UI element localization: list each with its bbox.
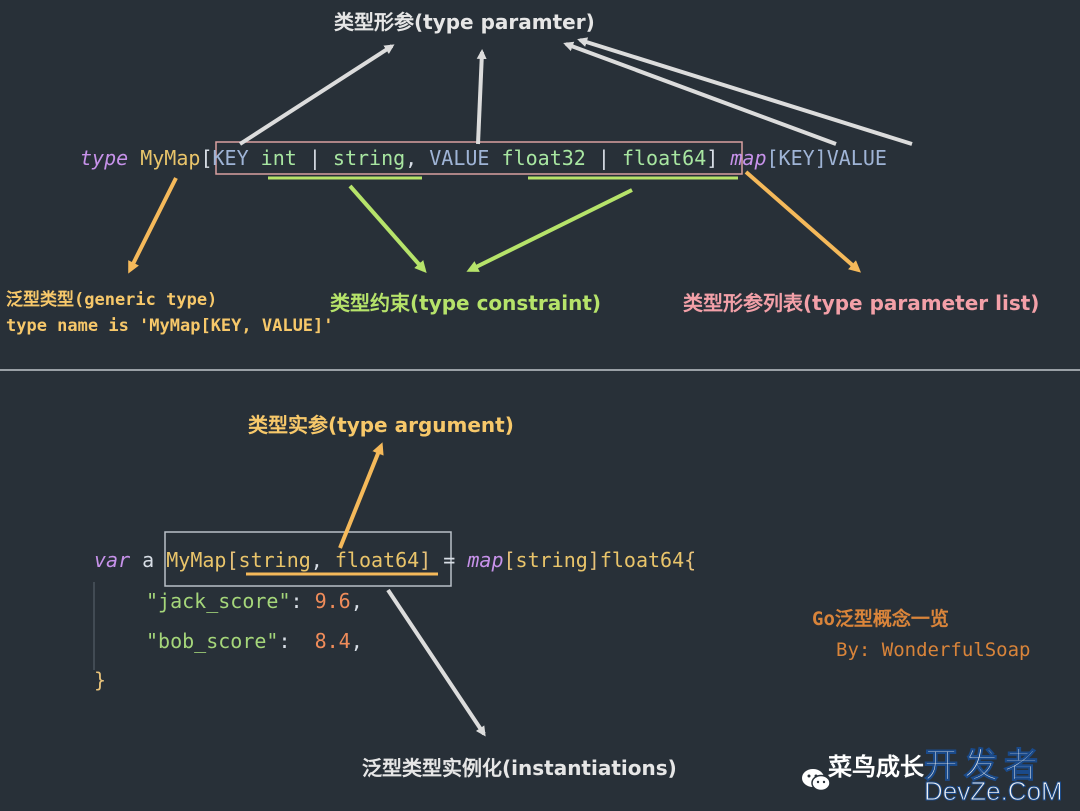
bracket-close: ] <box>706 146 719 170</box>
generic-type-sub: type name is 'MyMap[KEY, VALUE]' <box>6 316 334 336</box>
map-value-type: float64 <box>599 548 685 572</box>
equals: = <box>443 548 456 572</box>
brace-close-char: } <box>94 668 107 692</box>
constraint-int: int <box>260 146 297 170</box>
map-bracket-close: ] <box>587 548 600 572</box>
arrow-constraint-2 <box>466 188 633 272</box>
arrow-key-to-type-param <box>238 44 395 146</box>
param-key: KEY <box>212 146 249 170</box>
arrow-map-key-to-type-param <box>563 41 837 146</box>
arrow-type-argument <box>338 442 384 549</box>
arrow-instantiation <box>386 588 486 737</box>
comma: , <box>350 629 363 653</box>
keyword-map: map <box>730 146 767 170</box>
map-key-jack: "jack_score" <box>146 589 291 613</box>
brace-close: } <box>94 668 106 692</box>
pipe: | <box>597 146 610 170</box>
bracket-close: ] <box>419 548 432 572</box>
map-key-bob: "bob_score" <box>146 629 279 653</box>
var-a: a <box>142 548 155 572</box>
comma: , <box>350 589 363 613</box>
type-parameter-label: 类型形参(type paramter) <box>334 10 595 34</box>
arrow-value-to-type-param <box>476 49 487 145</box>
colon: : <box>278 629 291 653</box>
constraint-float64: float64 <box>621 146 707 170</box>
generic-type-label: 泛型类型(generic type) <box>6 290 218 310</box>
bracket-open: [ <box>200 146 213 170</box>
keyword-type: type <box>80 146 129 170</box>
type-name: MyMap <box>140 146 201 170</box>
type-argument-label: 类型实参(type argument) <box>248 413 514 437</box>
bracket-open: [ <box>226 548 239 572</box>
instantiation-code-line: var a MyMap[string, float64] = map[strin… <box>94 548 696 572</box>
wechat-icon <box>782 748 832 792</box>
map-value: VALUE <box>826 146 887 170</box>
credit-by: By: WonderfulSoap <box>836 639 1031 661</box>
credit-title: Go泛型概念一览 <box>812 608 949 630</box>
wechat-account-name: 菜鸟成长 <box>828 753 924 781</box>
constraint-float32: float32 <box>501 146 586 170</box>
constraint-string: string <box>332 146 406 170</box>
type-argument-string: string <box>238 548 311 572</box>
arrow-mymap-to-generic-type <box>128 177 178 274</box>
arrow-constraint-1 <box>348 184 427 274</box>
map-entry-bob: "bob_score": 8.4, <box>146 629 363 653</box>
keyword-map: map <box>467 548 504 572</box>
map-key-type: string <box>515 548 588 572</box>
map-value-jack: 9.6 <box>314 589 351 613</box>
comma: , <box>405 146 418 170</box>
arrow-bracket-to-param-list <box>744 170 862 273</box>
instantiation-label: 泛型类型实例化(instantiations) <box>362 756 677 780</box>
map-entry-jack: "jack_score": 9.6, <box>146 589 363 613</box>
keyword-var: var <box>94 548 131 572</box>
watermark-site-en: DevZe.CoM <box>924 776 1064 807</box>
type-name: MyMap <box>166 548 227 572</box>
instantiation-box <box>164 531 452 587</box>
map-bracket-open: [ <box>503 548 516 572</box>
param-value: VALUE <box>429 146 490 170</box>
map-value-bob: 8.4 <box>314 629 351 653</box>
brace-open: { <box>684 548 697 572</box>
colon: : <box>290 589 303 613</box>
pipe: | <box>308 146 321 170</box>
type-constraint-label: 类型约束(type constraint) <box>330 291 602 315</box>
map-key: [KEY] <box>766 146 827 170</box>
watermark-site-cn: 开发者 <box>924 746 1044 787</box>
type-declaration-code: type MyMap[KEY int | string, VALUE float… <box>80 146 887 170</box>
type-argument-float64: float64 <box>334 548 420 572</box>
type-parameter-list-label: 类型形参列表(type parameter list) <box>683 291 1040 315</box>
comma: , <box>310 548 323 572</box>
arrow-map-value-to-type-param <box>577 37 913 146</box>
